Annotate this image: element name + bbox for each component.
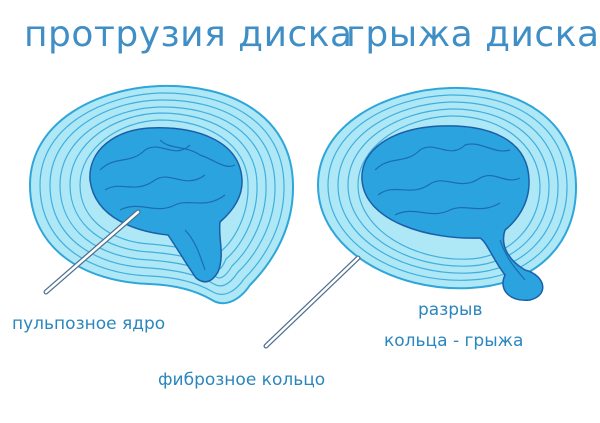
hernia-nucleus [361, 125, 544, 301]
protrusion-disc [28, 84, 295, 305]
title-protrusion: протрузия диска [24, 14, 353, 55]
title-hernia: грыжа диска [346, 14, 600, 55]
label-nucleus: пульпозное ядро [12, 314, 166, 334]
protrusion-nucleus [89, 127, 243, 283]
label-annulus: фиброзное кольцо [158, 370, 326, 390]
label-rupture-line1: разрыв [418, 300, 483, 320]
label-rupture-line2: кольца - грыжа [384, 331, 524, 351]
hernia-disc [263, 86, 578, 349]
